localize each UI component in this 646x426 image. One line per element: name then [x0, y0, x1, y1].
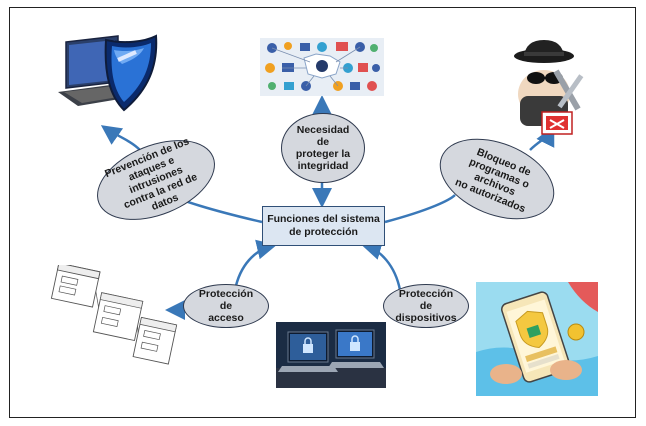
acceso-line-2: acceso	[208, 312, 244, 325]
node-dispositivos: Protección de dispositivos	[383, 284, 469, 328]
arrow-to-laptop	[100, 125, 141, 151]
center-line-1: Funciones del sistema	[267, 212, 380, 225]
node-acceso: Protección de acceso	[183, 284, 269, 328]
flow-diagram-image	[50, 265, 178, 365]
necesidad-line-1: Necesidad de	[296, 123, 350, 148]
laptop-lock-image	[276, 322, 386, 388]
arrow-acceso-center	[233, 239, 277, 291]
necesidad-line-3: integridad	[297, 160, 349, 173]
spy-tools-icon	[514, 40, 584, 135]
dispositivos-line-1: Protección de	[398, 287, 454, 312]
arrow-to-bloqueo	[384, 194, 456, 224]
center-node: Funciones del sistema de protección	[262, 206, 385, 246]
phone-security-image	[476, 282, 598, 396]
arrow-dispositivos-center	[361, 240, 402, 291]
necesidad-line-2: proteger la	[295, 148, 351, 160]
dispositivos-line-2: dispositivos	[395, 312, 457, 325]
center-line-2: de protección	[289, 226, 358, 238]
node-necesidad: Necesidad de proteger la integridad	[281, 113, 365, 183]
laptop-shield-icon	[58, 34, 158, 112]
acceso-line-1: Protección de	[198, 287, 254, 312]
network-icons-strip	[260, 38, 384, 96]
